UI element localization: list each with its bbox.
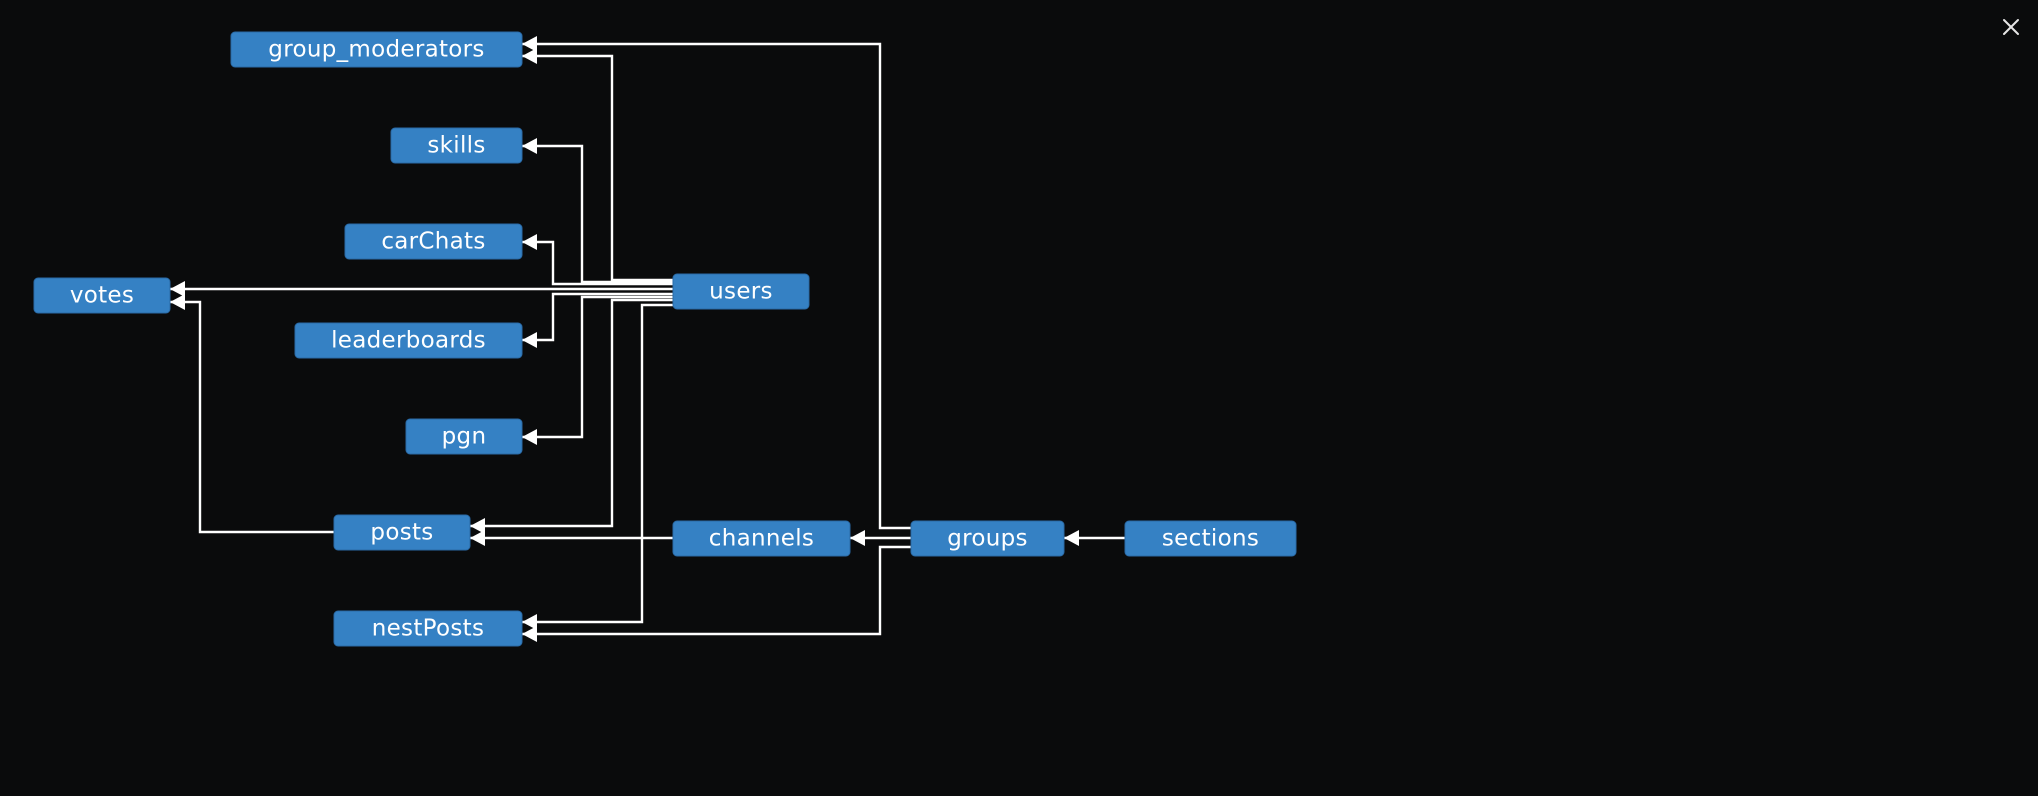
node-users[interactable]: users <box>672 273 810 310</box>
edge-line <box>522 42 911 530</box>
node-groups[interactable]: groups <box>910 520 1065 557</box>
edge-users-to-posts <box>470 298 673 534</box>
node-box[interactable] <box>344 223 523 260</box>
arrowhead <box>850 530 865 546</box>
edge-line <box>470 298 673 528</box>
arrowhead <box>170 281 185 297</box>
edge-users-to-carChats <box>522 234 673 286</box>
edge-groups-to-group_moderators <box>522 36 911 530</box>
node-group_moderators[interactable]: group_moderators <box>230 31 523 68</box>
edge-users-to-skills <box>522 138 673 284</box>
edge-line <box>522 54 673 282</box>
edge-line <box>522 292 673 342</box>
node-box[interactable] <box>910 520 1065 557</box>
arrowhead <box>522 332 537 348</box>
close-button[interactable] <box>1996 12 2026 42</box>
arrowhead <box>522 614 537 630</box>
arrowhead <box>170 294 185 310</box>
node-votes[interactable]: votes <box>33 277 171 314</box>
arrowhead <box>522 429 537 445</box>
arrowhead <box>522 36 537 52</box>
edge-line <box>522 240 673 286</box>
node-nestPosts[interactable]: nestPosts <box>333 610 523 647</box>
edge-users-to-group_moderators <box>522 48 673 282</box>
node-box[interactable] <box>672 520 851 557</box>
node-box[interactable] <box>230 31 523 68</box>
node-box[interactable] <box>333 514 471 551</box>
edge-sections-to-groups <box>1064 530 1125 546</box>
edge-posts-to-votes <box>170 294 334 534</box>
node-box[interactable] <box>333 610 523 647</box>
node-sections[interactable]: sections <box>1124 520 1297 557</box>
node-posts[interactable]: posts <box>333 514 471 551</box>
edges-layer <box>170 36 1125 642</box>
node-box[interactable] <box>672 273 810 310</box>
close-icon <box>2003 19 2019 35</box>
node-box[interactable] <box>294 322 523 359</box>
edge-users-to-nestPosts <box>522 303 673 630</box>
arrowhead <box>522 626 537 642</box>
arrowhead <box>470 530 485 546</box>
arrowhead <box>522 234 537 250</box>
edge-line <box>522 144 673 284</box>
node-leaderboards[interactable]: leaderboards <box>294 322 523 359</box>
edge-users-to-pgn <box>522 295 673 445</box>
node-box[interactable] <box>1124 520 1297 557</box>
node-channels[interactable]: channels <box>672 520 851 557</box>
edge-users-to-leaderboards <box>522 292 673 348</box>
node-box[interactable] <box>390 127 523 164</box>
node-box[interactable] <box>405 418 523 455</box>
arrowhead <box>470 518 485 534</box>
edge-line <box>522 295 673 439</box>
edge-groups-to-nestPosts <box>522 545 911 642</box>
edge-line <box>522 545 911 636</box>
arrowhead <box>1064 530 1079 546</box>
arrowhead <box>522 48 537 64</box>
arrowhead <box>522 138 537 154</box>
node-box[interactable] <box>33 277 171 314</box>
node-skills[interactable]: skills <box>390 127 523 164</box>
edge-groups-to-channels <box>850 530 911 546</box>
node-carChats[interactable]: carChats <box>344 223 523 260</box>
edge-line <box>522 303 673 624</box>
edge-users-to-votes <box>170 281 673 297</box>
node-pgn[interactable]: pgn <box>405 418 523 455</box>
edge-channels-to-posts <box>470 530 673 546</box>
